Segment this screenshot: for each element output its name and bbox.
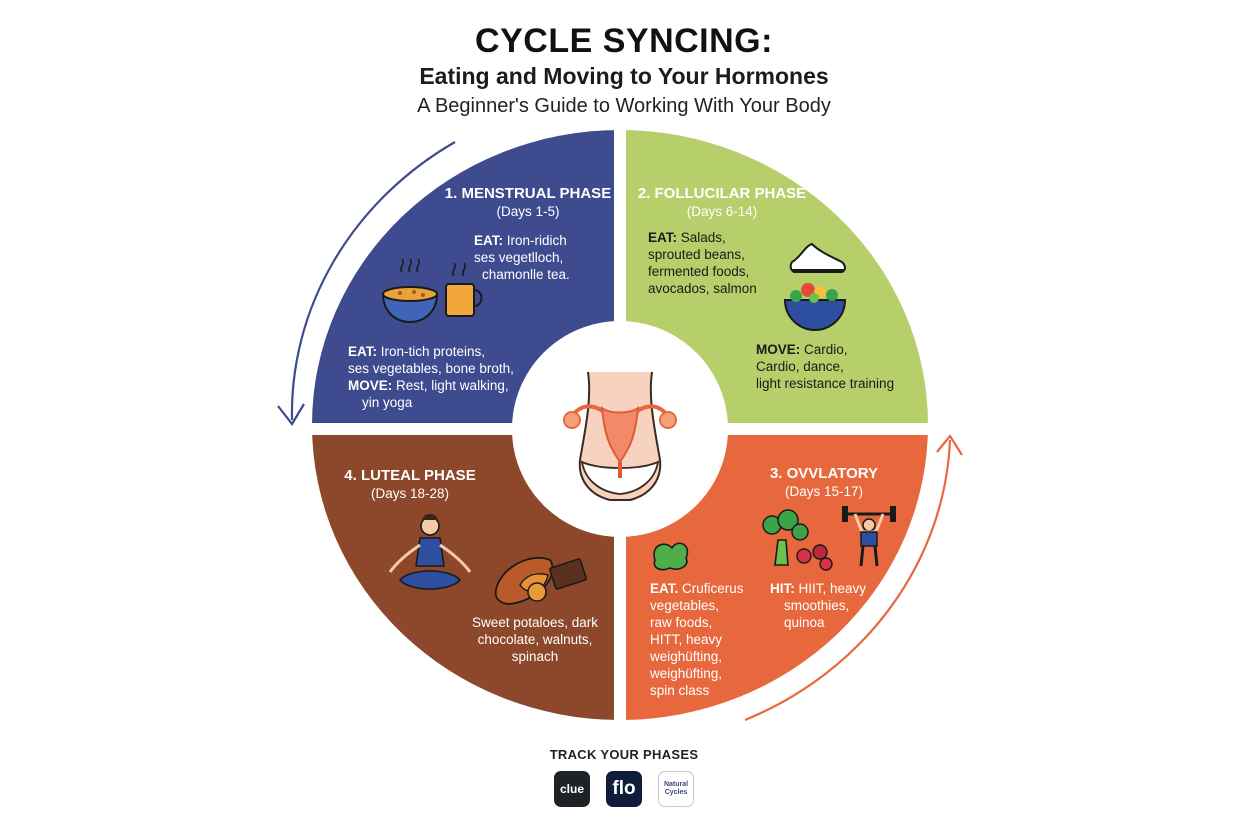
ovulatory-eat: EAT. Cruficerus vegetables, raw foods, H… bbox=[650, 580, 760, 699]
menstrual-move-label: MOVE: bbox=[348, 378, 393, 393]
luteal-eat-line-1: Sweet potaloes, dark bbox=[471, 615, 599, 630]
menstrual-eat-line-2: ses vegetables, bone broth, bbox=[348, 361, 514, 376]
ovulatory-eat-line-4: HITT, heavy bbox=[650, 632, 723, 647]
left-cycle-arrow bbox=[290, 141, 456, 421]
follicular-phase-header: 2. FOLLUCILAR PHASE (Days 6-14) bbox=[632, 184, 812, 220]
follicular-eat-line-2: sprouted beans, bbox=[648, 247, 745, 262]
ovulatory-eat-line-2: vegetables, bbox=[650, 598, 720, 613]
ovulatory-phase-days: (Days 15-17) bbox=[784, 484, 864, 499]
menstrual-eat-top-label: EAT: bbox=[474, 233, 503, 248]
soup-bowl-icon bbox=[381, 258, 439, 324]
luteal-eat-line-2: chocolate, walnuts, bbox=[477, 632, 593, 647]
ovulatory-move-line-1: HIIT, heavy bbox=[798, 581, 867, 596]
ovulatory-eat-line-3: raw foods, bbox=[650, 615, 713, 630]
track-phases-label: TRACK YOUR PHASES bbox=[549, 747, 699, 762]
page-tagline: A Beginner's Guide to Working With Your … bbox=[417, 95, 831, 117]
page-subtitle: Eating and Moving to Your Hormones bbox=[419, 63, 829, 89]
follicular-eat-label: EAT: bbox=[648, 230, 677, 245]
salad-bowl-icon bbox=[783, 283, 847, 332]
yoga-pose-icon bbox=[388, 514, 472, 590]
clue-app-button[interactable]: clue bbox=[554, 771, 590, 807]
luteal-eat-line-3: spinach bbox=[511, 649, 559, 664]
leafy-greens-icon bbox=[653, 542, 689, 571]
menstrual-eat-move: EAT: Iron-tich proteins, ses vegetables,… bbox=[348, 343, 548, 411]
menstrual-phase-title: 1. MENSTRUAL PHASE bbox=[444, 185, 612, 202]
ovulatory-eat-line-5: weighüfting, bbox=[650, 649, 723, 664]
follicular-eat-line-1: Salads, bbox=[680, 230, 726, 245]
menstrual-quadrant bbox=[312, 130, 620, 425]
menstrual-eat-line-1: Iron-tich proteins, bbox=[380, 344, 486, 359]
luteal-phase-days: (Days 18-28) bbox=[370, 486, 450, 501]
broccoli-icon bbox=[762, 509, 809, 566]
follicular-move-line-3: light resistance training bbox=[756, 376, 895, 391]
clue-app-label: clue bbox=[559, 782, 584, 796]
uterus-body-icon bbox=[563, 371, 677, 501]
chocolate-icon bbox=[527, 558, 587, 602]
ovulatory-move-line-3: quinoa bbox=[784, 615, 825, 630]
page-title: CYCLE SYNCING: bbox=[475, 22, 773, 60]
natural-cycles-label-1: Natural bbox=[663, 781, 689, 788]
right-cycle-arrow bbox=[744, 439, 952, 722]
luteal-phase-header: 4. LUTEAL PHASE (Days 18-28) bbox=[330, 466, 490, 502]
menstrual-eat-top: EAT: Iron-ridich ses vegetlloch, chamonl… bbox=[474, 232, 614, 283]
ovulatory-eat-line-6: weighüfting, bbox=[650, 666, 723, 681]
ovulatory-move-line-2: smoothies, bbox=[784, 598, 850, 613]
follicular-phase-title: 2. FOLLUCILAR PHASE bbox=[637, 185, 807, 202]
follicular-move-line-2: Cardio, dance, bbox=[756, 359, 844, 374]
ovulatory-phase-header: 3. OVVLATORY (Days 15-17) bbox=[744, 464, 904, 500]
follicular-quadrant bbox=[620, 130, 928, 425]
natural-cycles-label-2: Cycles bbox=[664, 789, 688, 796]
menstrual-phase-header: 1. MENSTRUAL PHASE (Days 1-5) bbox=[438, 184, 618, 220]
natural-cycles-app-button[interactable]: Natural Cycles bbox=[658, 771, 694, 807]
berries-icon bbox=[796, 544, 833, 571]
right-arrowhead-icon bbox=[936, 434, 963, 456]
follicular-move: MOVE: Cardio, Cardio, dance, light resis… bbox=[756, 341, 926, 392]
ovulatory-move: HIT: HIIT, heavy smoothies, quinoa bbox=[770, 580, 890, 631]
ovulatory-eat-label: EAT. bbox=[650, 581, 679, 596]
follicular-eat: EAT: Salads, sprouted beans, fermented f… bbox=[648, 229, 788, 297]
menstrual-eat-label: EAT: bbox=[348, 344, 377, 359]
ovulatory-eat-line-1: Cruficerus bbox=[682, 581, 744, 596]
follicular-phase-days: (Days 6-14) bbox=[686, 204, 758, 219]
left-arrowhead-icon bbox=[277, 403, 305, 426]
menstrual-eat-top-line-1: Iron-ridich bbox=[506, 233, 567, 248]
sneaker-icon bbox=[789, 242, 846, 273]
weightlifter-icon bbox=[842, 506, 896, 567]
follicular-eat-line-4: avocados, salmon bbox=[648, 281, 757, 296]
tea-mug-icon bbox=[445, 262, 483, 317]
menstrual-eat-top-line-2: ses vegetlloch, bbox=[474, 250, 564, 265]
follicular-move-label: MOVE: bbox=[756, 342, 801, 357]
ovulatory-move-label: HIT: bbox=[770, 581, 795, 596]
ovulatory-phase-title: 3. OVVLATORY bbox=[769, 465, 879, 482]
luteal-eat: Sweet potaloes, dark chocolate, walnuts,… bbox=[460, 614, 610, 665]
luteal-phase-title: 4. LUTEAL PHASE bbox=[344, 467, 476, 484]
menstrual-eat-top-line-3: chamonlle tea. bbox=[482, 267, 570, 282]
follicular-eat-line-3: fermented foods, bbox=[648, 264, 750, 279]
ovulatory-eat-line-7: spin class bbox=[650, 683, 710, 698]
menstrual-move-line-2: yin yoga bbox=[362, 395, 413, 410]
follicular-move-line-1: Cardio, bbox=[804, 342, 848, 357]
flo-app-label: flo bbox=[612, 778, 636, 799]
menstrual-move-line-1: Rest, light walking, bbox=[396, 378, 509, 393]
menstrual-phase-days: (Days 1-5) bbox=[496, 204, 560, 219]
flo-app-button[interactable]: flo bbox=[606, 771, 642, 807]
